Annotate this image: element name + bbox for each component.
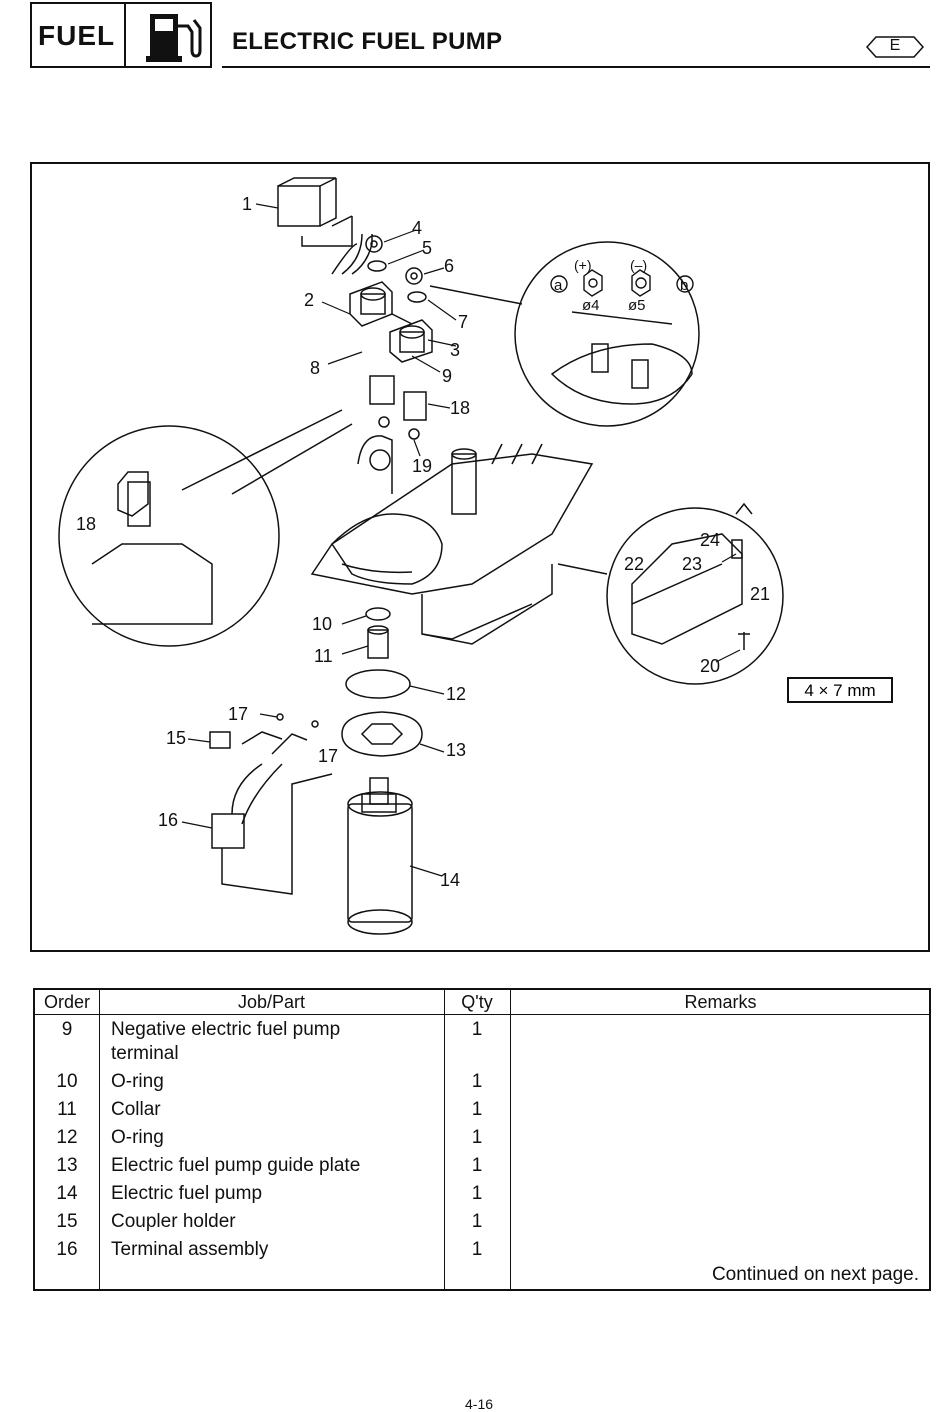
row-part: O-ring xyxy=(111,1127,164,1148)
detail-label-b: b xyxy=(680,277,688,294)
screw-size-box xyxy=(787,677,893,703)
language-badge: E xyxy=(866,36,924,58)
callout-1: 1 xyxy=(242,194,252,214)
callout-17b: 17 xyxy=(318,746,338,766)
callout-10: 10 xyxy=(312,614,332,634)
callout-24: 24 xyxy=(700,530,720,550)
row-part-cont: terminal xyxy=(111,1043,179,1064)
section-tab: FUEL xyxy=(30,2,212,68)
callout-17: 17 xyxy=(228,704,248,724)
callout-22: 22 xyxy=(624,554,644,574)
part-pump-bracket xyxy=(310,435,594,645)
detail-circle-left xyxy=(58,425,280,647)
callout-18b: 18 xyxy=(76,514,96,534)
callout-15: 15 xyxy=(166,728,186,748)
exploded-diagram: 1 4 5 6 2 7 3 8 9 18 19 18 10 11 12 13 1… xyxy=(30,162,930,952)
row-part: Electric fuel pump xyxy=(111,1183,263,1204)
detail-label-a: a xyxy=(554,277,563,294)
row-order: 15 xyxy=(56,1211,78,1232)
row-qty: 1 xyxy=(471,1183,483,1204)
row-order: 9 xyxy=(61,1019,73,1040)
detail-label-dia5: ø5 xyxy=(628,297,646,314)
row-part: Electric fuel pump guide plate xyxy=(111,1155,361,1176)
row-qty: 1 xyxy=(471,1071,483,1092)
row-part: Terminal assembly xyxy=(111,1239,269,1260)
header-order: Order xyxy=(43,992,90,1012)
row-qty: 1 xyxy=(471,1127,483,1148)
callout-16: 16 xyxy=(158,810,178,830)
row-qty: 1 xyxy=(471,1099,483,1120)
part-terminals xyxy=(331,233,433,363)
screw-size-label: 4 × 7 mm xyxy=(804,681,875,700)
page-number: 4-16 xyxy=(465,1396,494,1412)
row-qty: 1 xyxy=(471,1239,483,1260)
callout-4: 4 xyxy=(412,218,422,238)
diagram-drawing: 1 4 5 6 2 7 3 8 9 18 19 18 10 11 12 13 1… xyxy=(58,177,893,935)
callout-21: 21 xyxy=(750,584,770,604)
row-order: 10 xyxy=(56,1071,78,1092)
row-order: 14 xyxy=(56,1183,78,1204)
detail-circle-bottom xyxy=(606,507,784,685)
section-tab-divider xyxy=(124,4,126,66)
callout-20: 20 xyxy=(700,656,720,676)
col-divider-3 xyxy=(510,990,511,1289)
callout-3: 3 xyxy=(450,340,460,360)
language-code: E xyxy=(889,37,901,54)
header-qty: Q'ty xyxy=(461,992,493,1012)
row-qty: 1 xyxy=(471,1211,483,1232)
part-relay xyxy=(277,177,353,247)
detail-circle-top xyxy=(514,241,700,427)
header-rule xyxy=(222,66,930,68)
callout-2: 2 xyxy=(304,290,314,310)
detail-label-minus: (–) xyxy=(630,257,647,273)
callout-23: 23 xyxy=(682,554,702,574)
row-order: 11 xyxy=(57,1099,77,1120)
callout-labels: 1 4 5 6 2 7 3 8 9 18 19 18 10 11 12 13 1… xyxy=(76,194,770,890)
part-electric-pump xyxy=(347,777,413,935)
callout-9: 9 xyxy=(442,366,452,386)
callout-6: 6 xyxy=(444,256,454,276)
header-part: Job/Part xyxy=(237,992,306,1012)
page-title: ELECTRIC FUEL PUMP xyxy=(232,28,503,55)
callout-13: 13 xyxy=(446,740,466,760)
callout-19: 19 xyxy=(412,456,432,476)
callout-14: 14 xyxy=(440,870,460,890)
parts-table: Order Job/Part Q'ty Remarks 9 Negative e… xyxy=(33,988,931,1291)
row-qty: 1 xyxy=(471,1155,483,1176)
row-part: Negative electric fuel pump xyxy=(111,1019,341,1040)
fuel-pump-icon xyxy=(146,14,202,62)
header-remarks: Remarks xyxy=(684,992,757,1012)
callout-8: 8 xyxy=(310,358,320,378)
row-qty: 1 xyxy=(471,1019,483,1040)
detail-label-plus: (+) xyxy=(574,257,592,273)
row-part: O-ring xyxy=(111,1071,164,1092)
row-part: Collar xyxy=(111,1099,161,1120)
col-divider-1 xyxy=(99,990,100,1289)
callout-18: 18 xyxy=(450,398,470,418)
callout-5: 5 xyxy=(422,238,432,258)
callout-11: 11 xyxy=(314,646,333,666)
detail-label-dia4: ø4 xyxy=(582,297,600,314)
continued-note: Continued on next page. xyxy=(711,1264,919,1285)
row-part: Coupler holder xyxy=(111,1211,236,1232)
col-divider-2 xyxy=(444,990,445,1289)
row-order: 13 xyxy=(56,1155,78,1176)
header-rule-line xyxy=(35,1014,929,1015)
row-order: 16 xyxy=(56,1239,78,1260)
row-order: 12 xyxy=(56,1127,78,1148)
callout-7: 7 xyxy=(458,312,468,332)
callout-12: 12 xyxy=(446,684,466,704)
section-label: FUEL xyxy=(38,20,116,51)
